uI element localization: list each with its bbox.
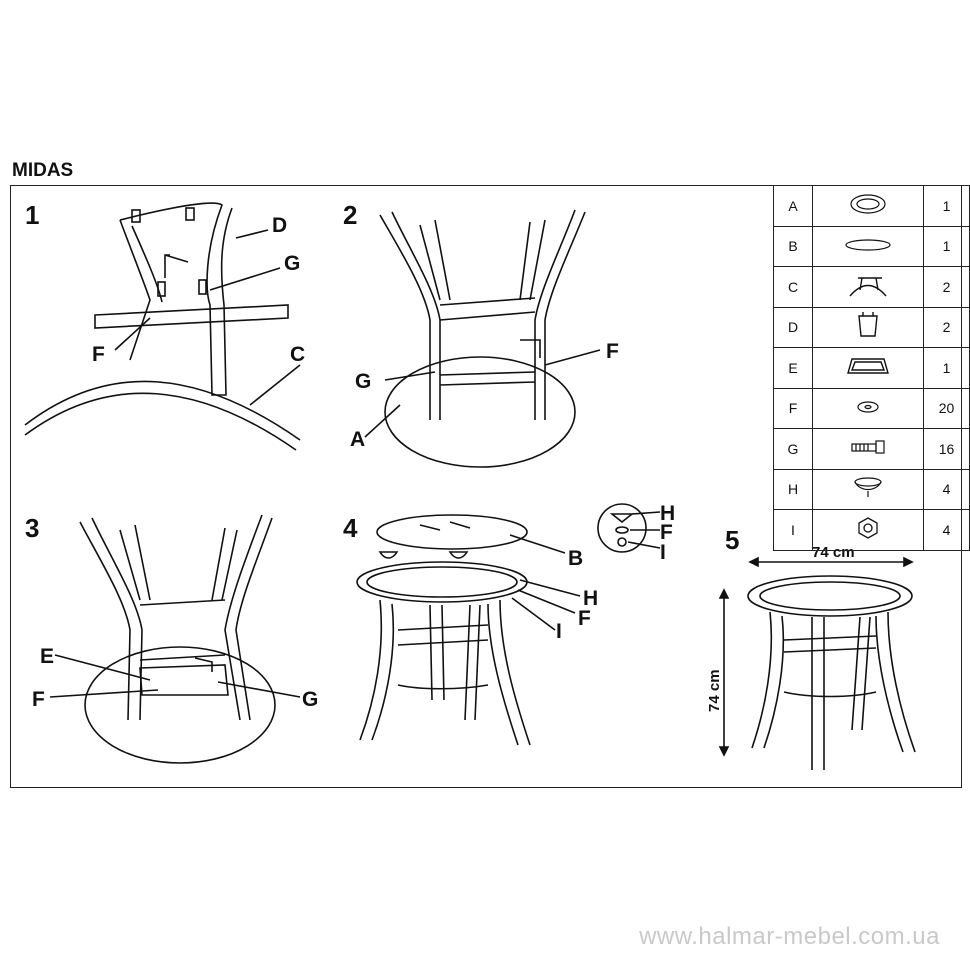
- glass-top-icon: [845, 239, 891, 251]
- label-s3-f: F: [32, 688, 45, 711]
- label-s4-detail-f: F: [660, 521, 673, 544]
- nut-icon: [858, 517, 878, 539]
- label-s4-f: F: [578, 607, 591, 630]
- bolt-icon: [851, 440, 885, 454]
- label-s2-g: G: [355, 370, 372, 393]
- label-s4-h: H: [583, 587, 599, 610]
- label-s3-e: E: [40, 645, 55, 668]
- part-key: C: [773, 266, 813, 308]
- support-frame-icon: [847, 358, 889, 374]
- washer-icon: [857, 401, 879, 413]
- step5-drawing: [718, 556, 916, 770]
- watermark: www.halmar-mebel.com.ua: [639, 923, 940, 950]
- step-number-1: 1: [25, 200, 40, 230]
- step2-drawing: [364, 209, 601, 468]
- parts-row: F 20: [773, 387, 970, 429]
- label-s1-g: G: [284, 252, 301, 275]
- part-key: F: [773, 387, 813, 429]
- label-s4-detail-i: I: [660, 541, 666, 564]
- part-key: B: [773, 225, 813, 267]
- part-qty: 1: [923, 185, 970, 227]
- label-s1-f: F: [92, 343, 105, 366]
- dimension-height: 74 cm: [706, 669, 723, 712]
- part-key: A: [773, 185, 813, 227]
- glass-ring-icon: [850, 194, 886, 214]
- label-s1-c: C: [290, 343, 306, 366]
- part-qty: 1: [923, 225, 970, 267]
- step-number-5: 5: [725, 525, 740, 555]
- label-s2-f: F: [606, 340, 619, 363]
- glass-cup-icon: [854, 477, 882, 497]
- step-number-4: 4: [343, 513, 358, 543]
- part-qty: 2: [923, 266, 970, 308]
- label-s1-d: D: [272, 214, 288, 237]
- part-qty: 20: [923, 387, 970, 429]
- part-key: D: [773, 306, 813, 348]
- part-qty: 16: [923, 428, 970, 470]
- step4-drawing: [356, 503, 661, 746]
- leg-frame-icon: [849, 277, 887, 297]
- label-s4-i: I: [556, 620, 562, 643]
- part-qty: 2: [923, 306, 970, 348]
- label-s3-g: G: [302, 688, 319, 711]
- diagram-title: MIDAS: [12, 160, 74, 181]
- part-key: E: [773, 347, 813, 389]
- part-qty: 4: [923, 468, 970, 510]
- step3-drawing: [49, 514, 301, 764]
- part-key: G: [773, 428, 813, 470]
- step1-drawing: [24, 202, 301, 451]
- label-s2-a: A: [350, 428, 366, 451]
- part-key: H: [773, 468, 813, 510]
- step-number-2: 2: [343, 200, 358, 230]
- step-number-3: 3: [25, 513, 40, 543]
- part-key: I: [773, 509, 813, 551]
- bracket-icon: [858, 311, 878, 337]
- parts-row: G 16: [773, 428, 970, 470]
- label-s4-b: B: [568, 547, 584, 570]
- label-s4-detail-h: H: [660, 502, 676, 525]
- part-qty: 4: [923, 509, 970, 551]
- part-qty: 1: [923, 347, 970, 389]
